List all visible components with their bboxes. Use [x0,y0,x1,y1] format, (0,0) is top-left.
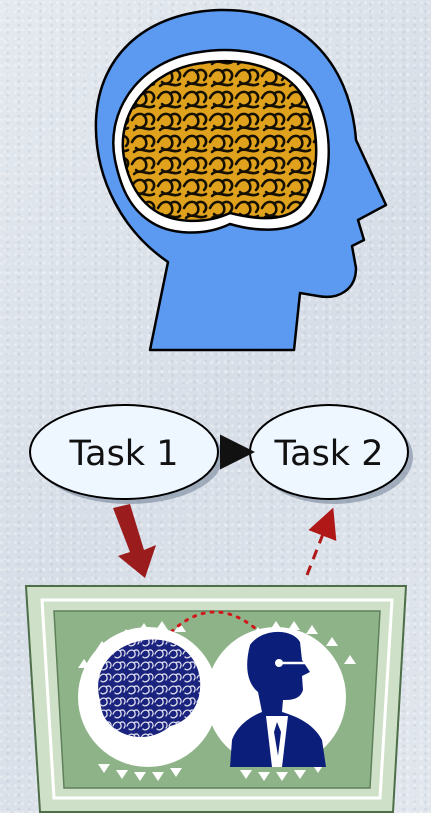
task2-label: Task 2 [274,434,384,474]
person-profile-icon [230,631,326,767]
task1-down-arrow [113,504,156,578]
task1-label: Task 1 [69,434,179,474]
small-brain-icon [98,639,201,738]
knowledge-frame [24,585,408,813]
task1-node: Task 1 [29,404,223,504]
task2-node: Task 2 [249,404,413,504]
brain-icon [112,48,330,234]
frame-to-task2-dashed-arrow [305,507,337,576]
